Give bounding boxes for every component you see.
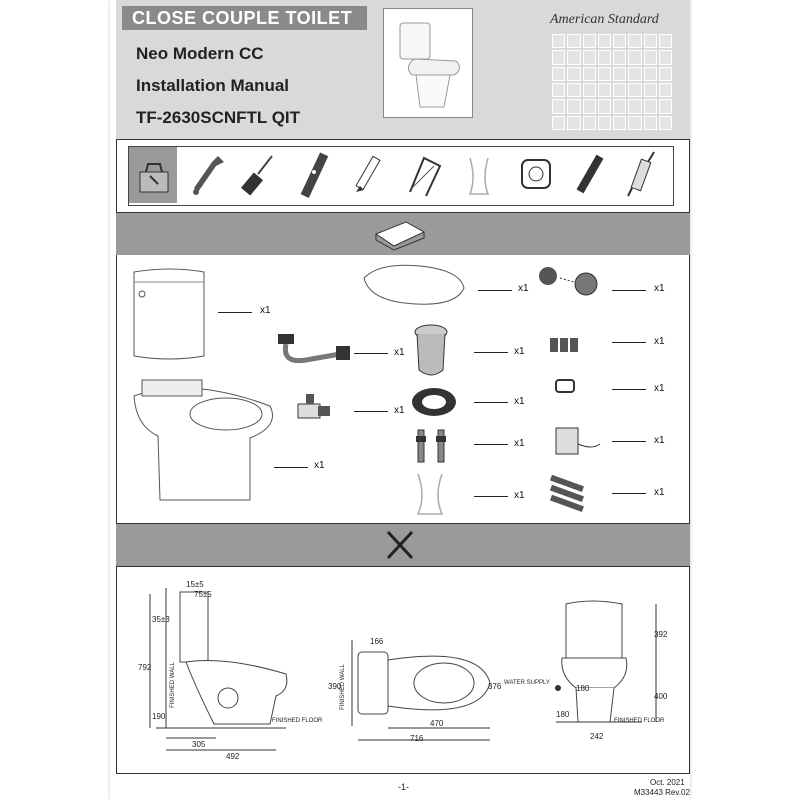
label-finished-wall: FINISHED WALL (169, 662, 176, 708)
leader-line (274, 467, 308, 468)
document-title: Installation Manual (136, 76, 290, 95)
dimensions-band (116, 524, 690, 566)
qty-seat: x1 (518, 283, 529, 294)
dim-492: 492 (226, 752, 240, 761)
leader-line (612, 493, 646, 494)
dim-180b: 180 (556, 710, 570, 719)
product-name: Neo Modern CC (136, 44, 264, 63)
brand-logo: American Standard (550, 12, 659, 27)
ptfe-tape-icon (468, 157, 490, 195)
qty-batteries: x1 (654, 487, 665, 498)
outlet-pipe (414, 324, 448, 376)
dim-242: 242 (590, 732, 604, 741)
toilet-seat (363, 264, 465, 305)
side-view-drawing (149, 588, 288, 751)
battery-box (555, 427, 601, 455)
spirit-level-icon (300, 152, 329, 198)
label-water-supply: WATER SUPPLY (504, 680, 550, 686)
dim-166: 166 (370, 637, 384, 646)
dim-376: 376 (488, 682, 502, 691)
aa-batteries (549, 474, 584, 512)
top-view-drawing (351, 640, 491, 741)
divider (116, 566, 690, 567)
leader-line (478, 290, 512, 291)
leader-line (474, 444, 508, 445)
divider (116, 523, 690, 524)
dim-75: 75±5 (194, 590, 212, 599)
qty-screws: x1 (654, 336, 665, 347)
leader-line (474, 402, 508, 403)
qty-cistern: x1 (260, 305, 271, 316)
qty-battery-box: x1 (654, 435, 665, 446)
dim-305: 305 (192, 740, 206, 749)
dim-390: 390 (328, 682, 342, 691)
anchor-screws (550, 338, 578, 352)
flexible-hose (278, 334, 350, 364)
qty-outlet: x1 (514, 346, 525, 357)
dim-392: 392 (654, 630, 668, 639)
toilet-photo (383, 8, 473, 118)
dim-180a: 180 (576, 684, 590, 693)
leader-line (474, 352, 508, 353)
sealant-tape (416, 473, 444, 515)
pencil-ruler-icon (386, 530, 414, 560)
toilet-bowl (133, 379, 273, 501)
angle-valve (297, 394, 330, 419)
qty-bowl: x1 (314, 460, 325, 471)
leader-line (218, 312, 252, 313)
parts-box-icon (374, 221, 426, 251)
caulking-gun-icon (627, 151, 655, 197)
label-finished-floor-front: FINISHED FLOOR (614, 718, 665, 724)
bracket-clip (555, 379, 575, 393)
qty-tape: x1 (514, 490, 525, 501)
dim-190: 190 (152, 712, 166, 721)
tools-strip (128, 146, 674, 206)
qty-seal: x1 (514, 396, 525, 407)
label-finished-wall-top: FINISHED WALL (339, 664, 346, 710)
footer-date: Oct. 2021 (650, 778, 685, 787)
label-finished-floor: FINISHED FLOOR (272, 718, 323, 724)
dim-35: 35±3 (152, 615, 170, 624)
leader-line (612, 389, 646, 390)
footer-doc-code: M33443 Rev.02 (634, 788, 690, 797)
qty-bolts: x1 (514, 438, 525, 449)
dim-15: 15±5 (186, 580, 204, 589)
dim-716: 716 (410, 734, 424, 743)
page-number: -1- (398, 782, 409, 792)
divider (116, 212, 690, 213)
category-tag: CLOSE COUPLE TOILET (122, 6, 367, 30)
seal-ring (412, 388, 456, 416)
leader-line (612, 441, 646, 442)
front-view-drawing (555, 600, 657, 723)
qty-clip: x1 (654, 383, 665, 394)
pencil-icon (355, 155, 381, 192)
utility-knife-icon (576, 154, 604, 194)
model-number: TF-2630SCNFTL QIT (136, 108, 301, 127)
qty-hose: x1 (394, 347, 405, 358)
wrench-icon (193, 156, 224, 195)
dim-470: 470 (430, 719, 444, 728)
brand-pattern (552, 34, 672, 130)
leader-line (354, 411, 388, 412)
qty-flush-button: x1 (654, 283, 665, 294)
tape-measure-icon (521, 159, 551, 189)
qty-valve: x1 (394, 405, 405, 416)
hacksaw-icon (409, 156, 442, 197)
flush-button (539, 267, 598, 296)
dim-792: 792 (138, 663, 152, 672)
leader-line (612, 290, 646, 291)
cistern-tank (133, 268, 205, 360)
leader-line (474, 496, 508, 497)
toolbox-icon (139, 163, 169, 193)
leader-line (354, 353, 388, 354)
dim-400: 400 (654, 692, 668, 701)
floor-bolts (416, 429, 446, 463)
leader-line (612, 342, 646, 343)
screwdriver-icon (240, 155, 273, 196)
